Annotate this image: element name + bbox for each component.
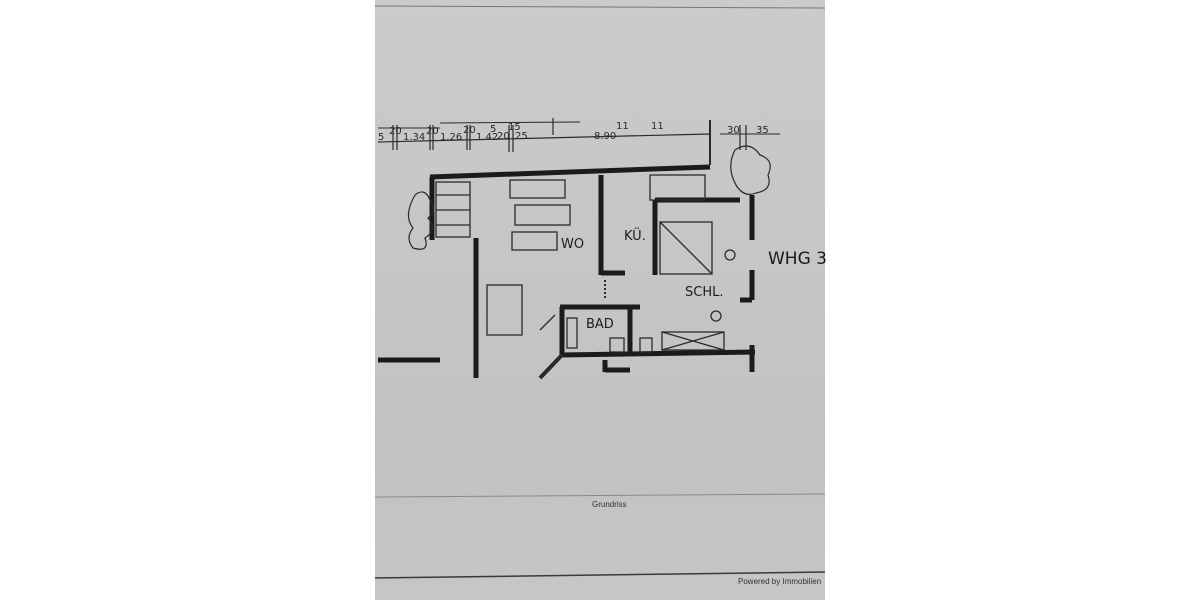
dimension-label: 1.42 xyxy=(476,132,498,143)
room-label-bad: BAD xyxy=(586,317,614,332)
dimension-label: 20 xyxy=(426,126,439,137)
dimension-label: 5 xyxy=(378,132,384,143)
divider xyxy=(374,571,826,579)
page-edge-line xyxy=(374,5,826,9)
dimension-label: 20 xyxy=(497,131,510,142)
dimension-label: 25 xyxy=(515,131,528,142)
dimension-label: 5 xyxy=(490,124,496,135)
furniture xyxy=(435,174,736,353)
dimension-label: 8.90 xyxy=(594,131,616,142)
dimension-ticks xyxy=(392,118,747,152)
dimension-labels: 5 20 1.34 20 1.26 20 1.42 5 20 15 25 8.9… xyxy=(378,121,769,143)
dimension-label: 15 xyxy=(508,122,521,133)
dimension-line xyxy=(439,121,581,124)
room-label-schlafzimmer: SCHL. xyxy=(685,285,723,300)
dimension-label: 30 xyxy=(727,125,740,136)
room-label-wohnzimmer: WO xyxy=(561,237,584,252)
dimension-label: 20 xyxy=(463,125,476,136)
dimension-label: 20 xyxy=(389,126,402,137)
tree-icon xyxy=(407,145,771,250)
dimension-label: 1.26 xyxy=(440,132,462,143)
footer-credit: Powered by Immobilien xyxy=(738,577,822,586)
dimension-label: 11 xyxy=(616,121,629,132)
image-caption: Grundriss xyxy=(592,500,627,509)
dimension-label: 11 xyxy=(651,121,664,132)
unit-label: WHG 3 xyxy=(768,249,827,269)
divider xyxy=(374,493,826,498)
dimension-label: 1.34 xyxy=(403,132,425,143)
dimension-label: 35 xyxy=(756,125,769,136)
room-label-kueche: KÜ. xyxy=(624,227,646,244)
diagonal-wall xyxy=(538,353,564,380)
